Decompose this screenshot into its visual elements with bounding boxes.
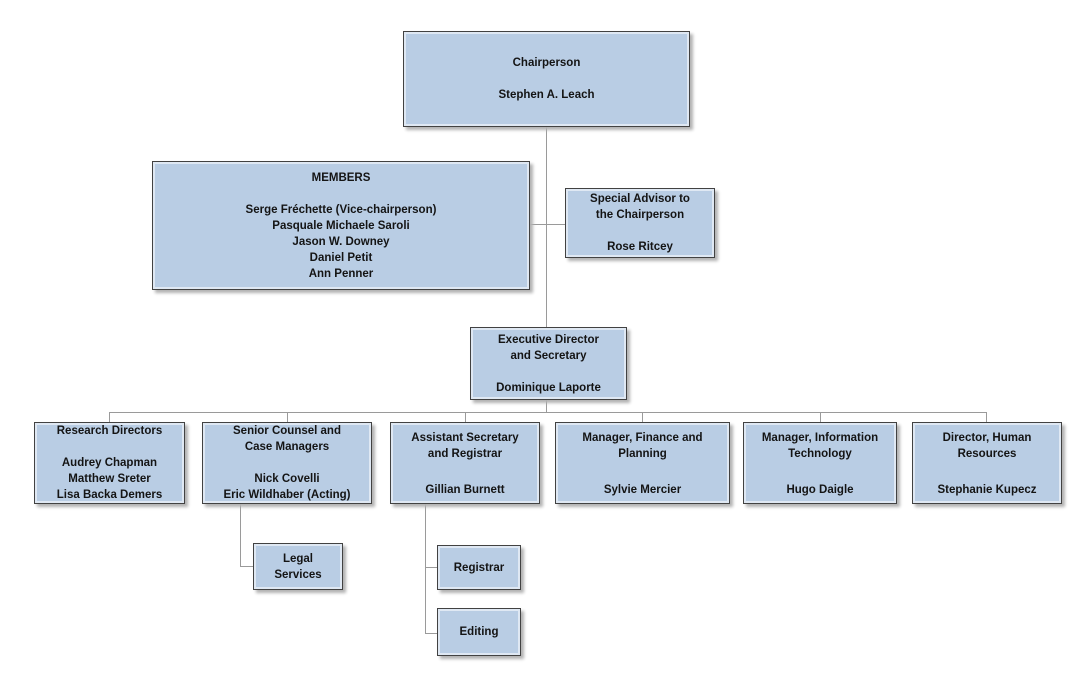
connector-registrar-editing-vertical <box>425 504 426 634</box>
org-node-special-advisor: Special Advisor to the Chairperson Rose … <box>565 188 715 258</box>
node-title: Registrar <box>453 561 505 574</box>
org-node-assistant-secretary: Assistant Secretary and Registrar Gillia… <box>390 422 540 504</box>
connector-editing-horizontal <box>425 633 437 634</box>
node-title: Legal Services <box>274 552 322 581</box>
connector-stub-assistant-secretary <box>465 412 466 422</box>
node-title: Director, Human Resources <box>942 432 1032 460</box>
node-title: Manager, Finance and Planning <box>582 432 703 460</box>
node-title: Special Advisor to the Chairperson <box>590 193 690 221</box>
node-names: Stephen A. Leach <box>498 89 595 101</box>
org-node-manager-finance: Manager, Finance and Planning Sylvie Mer… <box>555 422 730 504</box>
node-title: Assistant Secretary and Registrar <box>411 432 519 460</box>
node-names: Stephanie Kupecz <box>937 484 1037 496</box>
connector-stub-director-hr <box>986 412 987 422</box>
node-title: Manager, Information Technology <box>761 432 879 460</box>
connector-stub-manager-it <box>820 412 821 422</box>
node-title: MEMBERS <box>311 171 371 184</box>
node-names: Hugo Daigle <box>786 484 854 496</box>
node-names: Dominique Laporte <box>496 381 601 394</box>
org-node-director-hr: Director, Human Resources Stephanie Kupe… <box>912 422 1062 504</box>
connector-registrar-horizontal <box>425 567 437 568</box>
org-node-executive-director: Executive Director and Secretary Dominiq… <box>470 327 627 400</box>
node-title: Senior Counsel and Case Managers <box>233 425 341 453</box>
node-names: Rose Ritcey <box>607 241 673 253</box>
node-names: Gillian Burnett <box>425 484 505 496</box>
org-node-members: MEMBERS Serge Fréchette (Vice-chairperso… <box>152 161 530 290</box>
connector-members-advisor <box>530 224 565 225</box>
org-node-manager-it: Manager, Information Technology Hugo Dai… <box>743 422 897 504</box>
org-node-legal-services: Legal Services <box>253 543 343 590</box>
node-names: Serge Fréchette (Vice-chairperson) Pasqu… <box>245 203 437 280</box>
node-title: Executive Director and Secretary <box>498 333 599 362</box>
node-title: Chairperson <box>512 57 581 69</box>
node-title: Research Directors <box>56 425 163 437</box>
connector-executive-rail <box>546 400 547 412</box>
connector-legal-horizontal <box>240 566 253 567</box>
connector-stub-senior-counsel <box>287 412 288 422</box>
org-node-registrar: Registrar <box>437 545 521 590</box>
node-title: Editing <box>459 626 499 638</box>
org-node-chairperson: Chairperson Stephen A. Leach <box>403 31 690 127</box>
connector-legal-vertical <box>240 504 241 567</box>
connector-chairperson-executive <box>546 127 547 327</box>
connector-stub-research <box>109 412 110 422</box>
node-names: Audrey Chapman Matthew Sreter Lisa Backa… <box>56 457 163 501</box>
org-node-editing: Editing <box>437 608 521 656</box>
node-names: Nick Covelli Eric Wildhaber (Acting) <box>223 473 351 501</box>
connector-rail <box>109 412 987 413</box>
org-node-senior-counsel: Senior Counsel and Case Managers Nick Co… <box>202 422 372 504</box>
org-node-research-directors: Research Directors Audrey Chapman Matthe… <box>34 422 185 504</box>
connector-stub-manager-finance <box>642 412 643 422</box>
node-names: Sylvie Mercier <box>603 484 682 496</box>
